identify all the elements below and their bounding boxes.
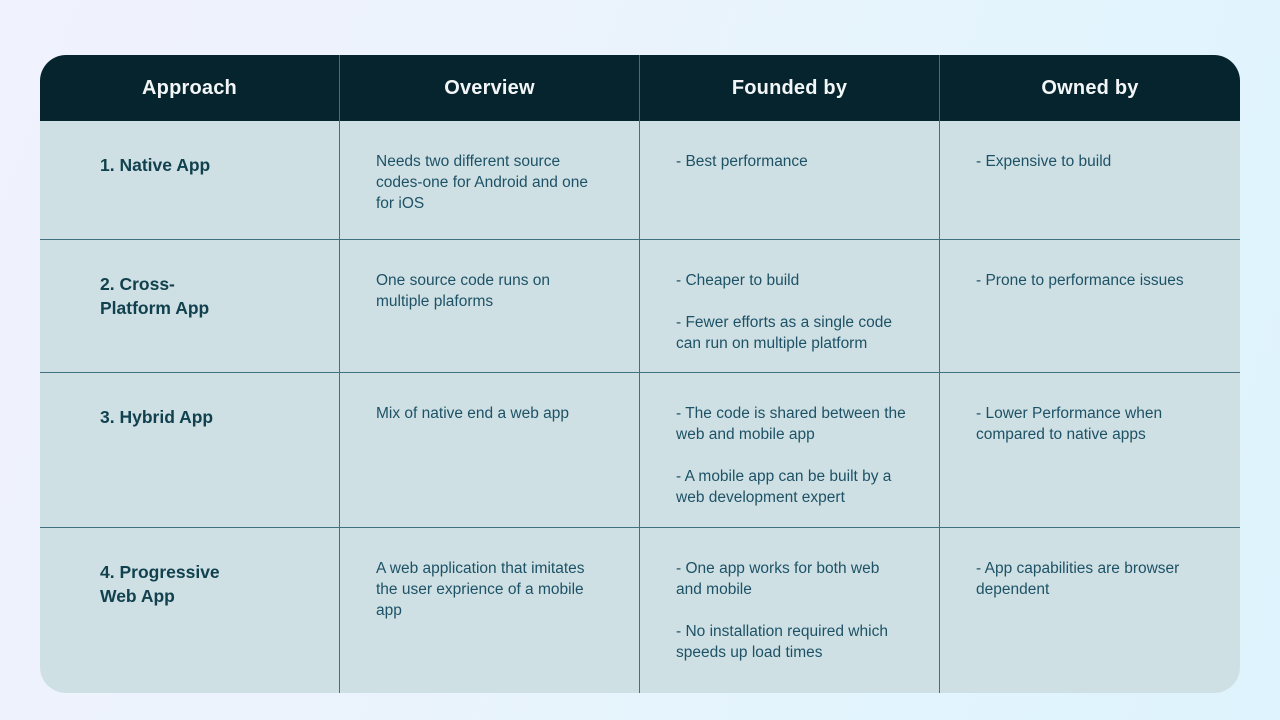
row1-founded-by: - Best performance: [640, 121, 940, 240]
row2-approach-cross-platform-app: 2. Cross- Platform App: [40, 240, 340, 373]
column-header-approach: Approach: [40, 55, 340, 121]
row3-owned-by: - Lower Performance when compared to nat…: [940, 373, 1240, 528]
row1-overview: Needs two different source codes-one for…: [340, 121, 640, 240]
row4-owned-by: - App capabilities are browser dependent: [940, 528, 1240, 693]
row3-founded-by: - The code is shared between the web and…: [640, 373, 940, 528]
row3-approach-hybrid-app: 3. Hybrid App: [40, 373, 340, 528]
row2-owned-by: - Prone to performance issues: [940, 240, 1240, 373]
column-header-founded-by: Founded by: [640, 55, 940, 121]
column-header-owned-by: Owned by: [940, 55, 1240, 121]
row3-overview: Mix of native end a web app: [340, 373, 640, 528]
row4-approach-progressive-web-app: 4. Progressive Web App: [40, 528, 340, 693]
row1-approach-native-app: 1. Native App: [40, 121, 340, 240]
row4-overview: A web application that imitates the user…: [340, 528, 640, 693]
row2-founded-by: - Cheaper to build - Fewer efforts as a …: [640, 240, 940, 373]
column-header-overview: Overview: [340, 55, 640, 121]
row2-overview: One source code runs on multiple plaform…: [340, 240, 640, 373]
row1-owned-by: - Expensive to build: [940, 121, 1240, 240]
app-approach-comparison-table: Approach Overview Founded by Owned by 1.…: [40, 55, 1240, 693]
row4-founded-by: - One app works for both web and mobile …: [640, 528, 940, 693]
